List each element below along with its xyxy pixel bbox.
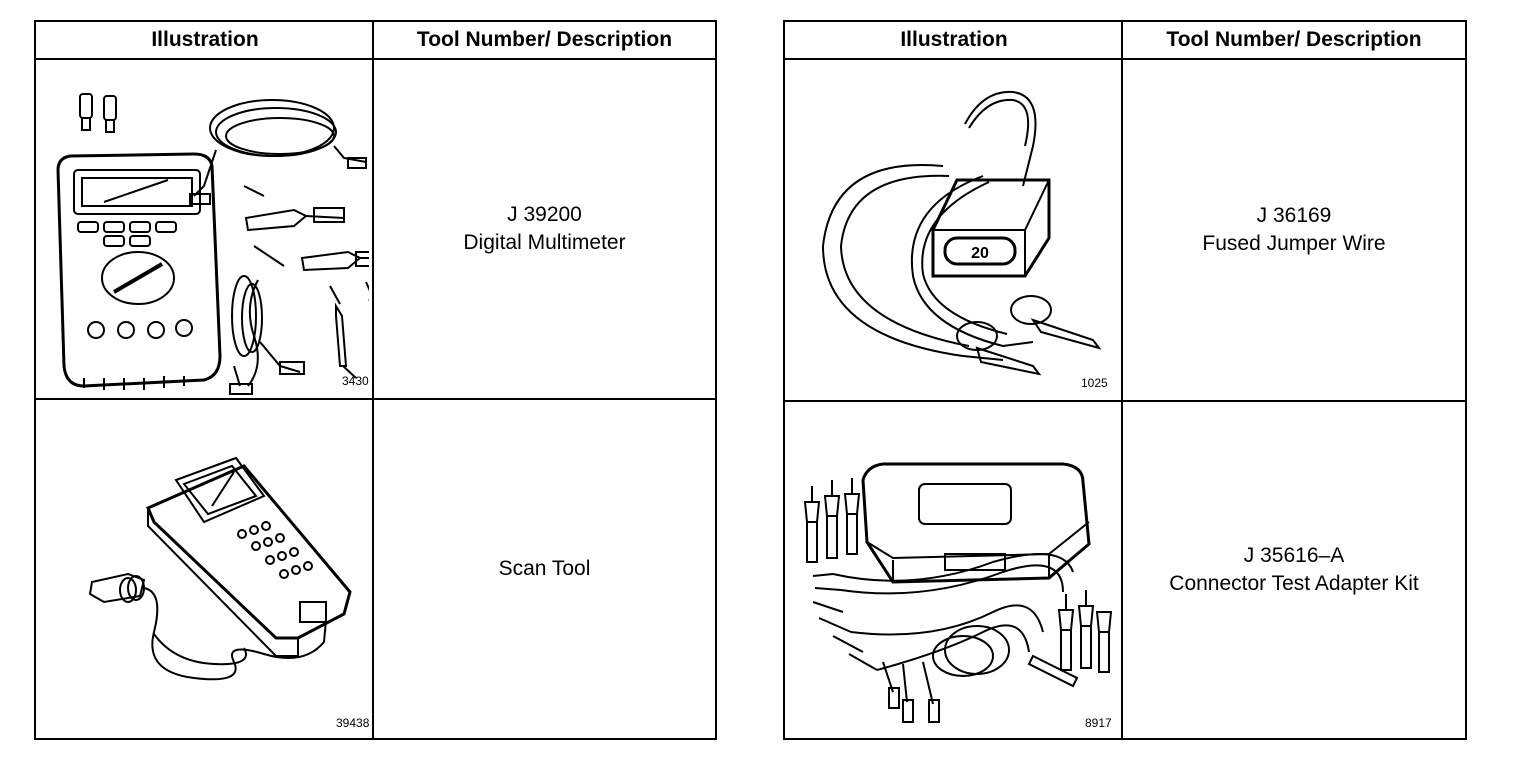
header-illustration: Illustration <box>785 22 1123 60</box>
header-tool-description: Tool Number/ Description <box>1123 22 1465 60</box>
tool-description-cell: J 36169 Fused Jumper Wire <box>1123 60 1465 400</box>
header-illustration: Illustration <box>36 22 374 60</box>
tool-description-cell: J 39200 Digital Multimeter <box>374 60 715 398</box>
figure-number: 39438 <box>336 716 370 730</box>
tool-number: J 36169 <box>1256 204 1332 227</box>
row-divider <box>785 400 1465 402</box>
svg-text:20: 20 <box>971 245 989 262</box>
fuse-holder-icon: 20 <box>931 178 1051 278</box>
tool-description: Connector Test Adapter Kit <box>1169 572 1419 595</box>
figure-number: 1025 <box>1081 376 1108 390</box>
fuse-icon <box>79 93 117 133</box>
header-tool-description: Tool Number/ Description <box>374 22 715 60</box>
scan-tool-icon <box>146 456 352 657</box>
alligator-clip-icon <box>244 207 369 272</box>
tool-description: Digital Multimeter <box>463 231 626 254</box>
tool-table-left: Illustration Tool Number/ Description <box>34 20 717 740</box>
tool-table-right: Illustration Tool Number/ Description 20 <box>783 20 1467 740</box>
tool-number: J 35616–A <box>1243 544 1345 567</box>
alligator-clip-icon <box>956 295 1102 376</box>
tool-description: Scan Tool <box>498 557 591 580</box>
figure-number: 3430 <box>342 374 369 388</box>
column-divider <box>1121 22 1123 738</box>
figure-number: 8917 <box>1085 716 1112 730</box>
carry-case-icon <box>861 462 1091 584</box>
jumper-wire-icon <box>821 90 1037 361</box>
tool-description-cell: Scan Tool <box>374 400 715 738</box>
multimeter-icon <box>56 152 222 390</box>
tool-number: J 39200 <box>507 203 582 226</box>
multimeter-kit-illustration <box>44 66 369 396</box>
cable-icon <box>88 572 327 681</box>
column-divider <box>372 22 374 738</box>
adapter-kit-illustration <box>793 442 1118 732</box>
fused-jumper-wire-illustration: 20 <box>793 66 1118 396</box>
test-lead-icon <box>812 553 1074 723</box>
row-divider <box>36 398 715 400</box>
scan-tool-illustration <box>44 442 369 702</box>
tool-description-cell: J 35616–A Connector Test Adapter Kit <box>1123 402 1465 738</box>
adapter-terminal-icon <box>803 478 1113 688</box>
probe-icon <box>329 281 369 379</box>
tool-description: Fused Jumper Wire <box>1202 232 1386 255</box>
test-lead-icon <box>189 99 367 395</box>
